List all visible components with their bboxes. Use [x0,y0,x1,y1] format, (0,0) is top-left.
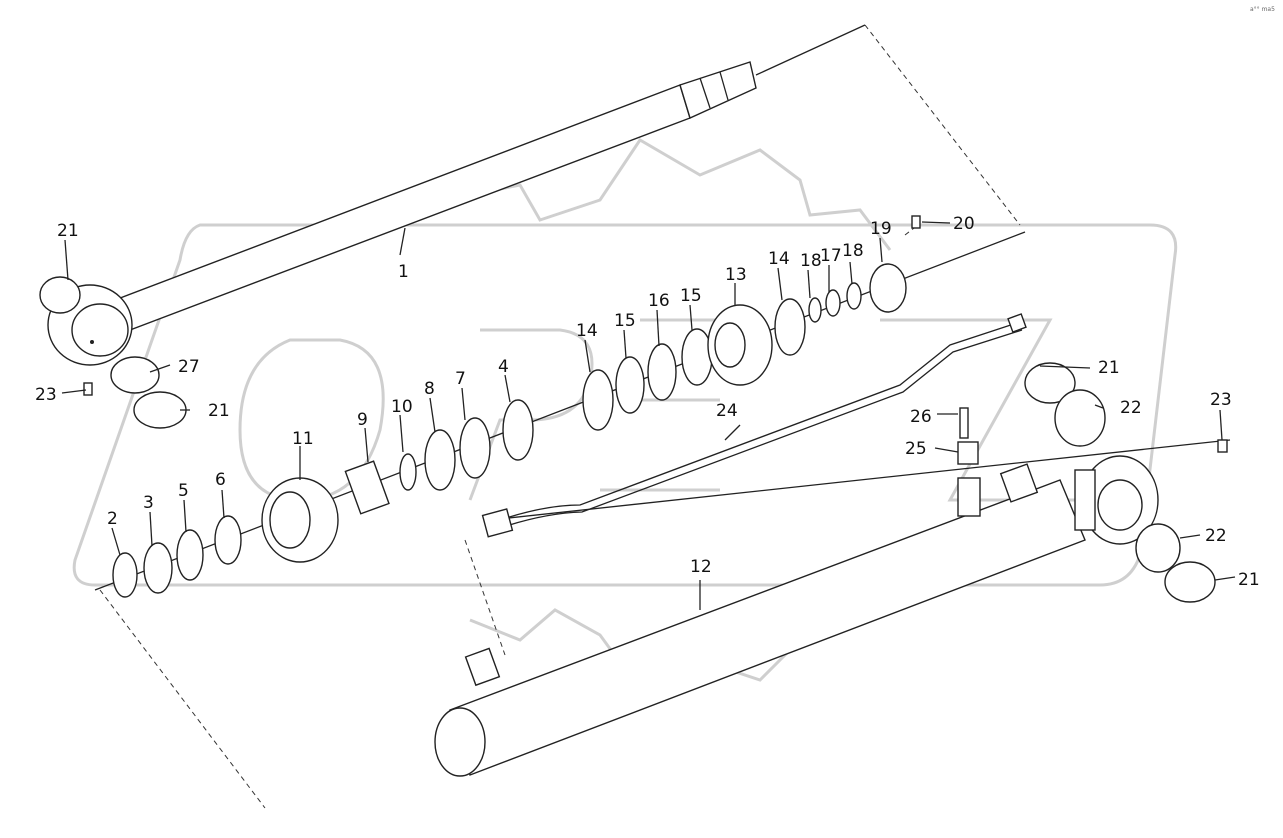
ring-21a [39,276,81,314]
ring-6 [214,515,242,565]
callout-23b: 23 [1210,390,1232,410]
callout-12: 12 [690,557,712,577]
seal-ring-stack [39,215,1228,603]
ring-7 [459,417,491,479]
callout-16: 16 [648,291,670,311]
callout-21d: 21 [1238,570,1260,590]
ring-5 [176,529,204,581]
callout-26: 26 [910,407,932,427]
callout-15b: 15 [680,286,702,306]
bushing-22a [1054,389,1106,447]
callout-21a: 21 [57,221,79,241]
callout-19: 19 [870,219,892,239]
ring-10 [399,453,417,491]
ring-15a [615,356,645,414]
callout-24: 24 [716,401,738,421]
corner-code: a°° ma5 [1250,6,1275,13]
ring-18b [846,282,862,310]
hydraulic-pipe [481,313,1027,538]
callout-6: 6 [215,470,226,490]
callout-22a: 22 [1120,398,1142,418]
callout-17: 17 [820,246,842,266]
nut-19 [869,263,907,313]
ring-15b [681,328,713,386]
callout-22b: 22 [1205,526,1227,546]
callout-14a: 14 [576,321,598,341]
callout-11: 11 [292,429,314,449]
ring-8 [424,429,456,491]
callout-21b: 21 [208,401,230,421]
pipe-clamp [957,407,981,517]
callout-20: 20 [953,214,975,234]
ring-17 [825,289,841,317]
ring-3 [143,542,173,594]
callout-3: 3 [143,493,154,513]
ring-16 [647,343,677,401]
ring-4 [502,399,534,461]
callout-13: 13 [725,265,747,285]
callout-4: 4 [498,357,509,377]
ring-14a [582,369,614,431]
ring-18a [808,297,822,323]
ring-14b [774,298,806,356]
callout-27: 27 [178,357,200,377]
callout-9: 9 [357,410,368,430]
callout-15a: 15 [614,311,636,331]
bushing-9 [344,460,390,515]
callout-18a: 18 [800,251,822,271]
callout-23a: 23 [35,385,57,405]
leader-lines [61,221,1236,610]
ring-21c [1024,362,1076,404]
ring-21b [133,391,187,429]
callout-7: 7 [455,369,466,389]
screw-20 [911,215,921,229]
grease-nipple-23a [83,382,93,396]
callout-5: 5 [178,481,189,501]
callout-1: 1 [398,262,409,282]
callout-14b: 14 [768,249,790,269]
ring-2 [112,552,138,598]
callout-18b: 18 [842,241,864,261]
bushing-27 [110,356,160,394]
opex-watermark-logo [72,137,1178,692]
cylinder-tube [434,455,1159,777]
ring-21d [1164,561,1216,603]
grease-nipple-23b [1217,439,1228,453]
callout-2: 2 [107,509,118,529]
callout-21c: 21 [1098,358,1120,378]
callout-25: 25 [905,439,927,459]
bushing-22b [1135,523,1181,573]
piston-rod [47,24,866,366]
callout-10: 10 [391,397,413,417]
callout-labels: 1 2 3 4 5 6 7 8 9 10 11 12 13 14 14 15 1… [35,214,1260,590]
callout-8: 8 [424,379,435,399]
